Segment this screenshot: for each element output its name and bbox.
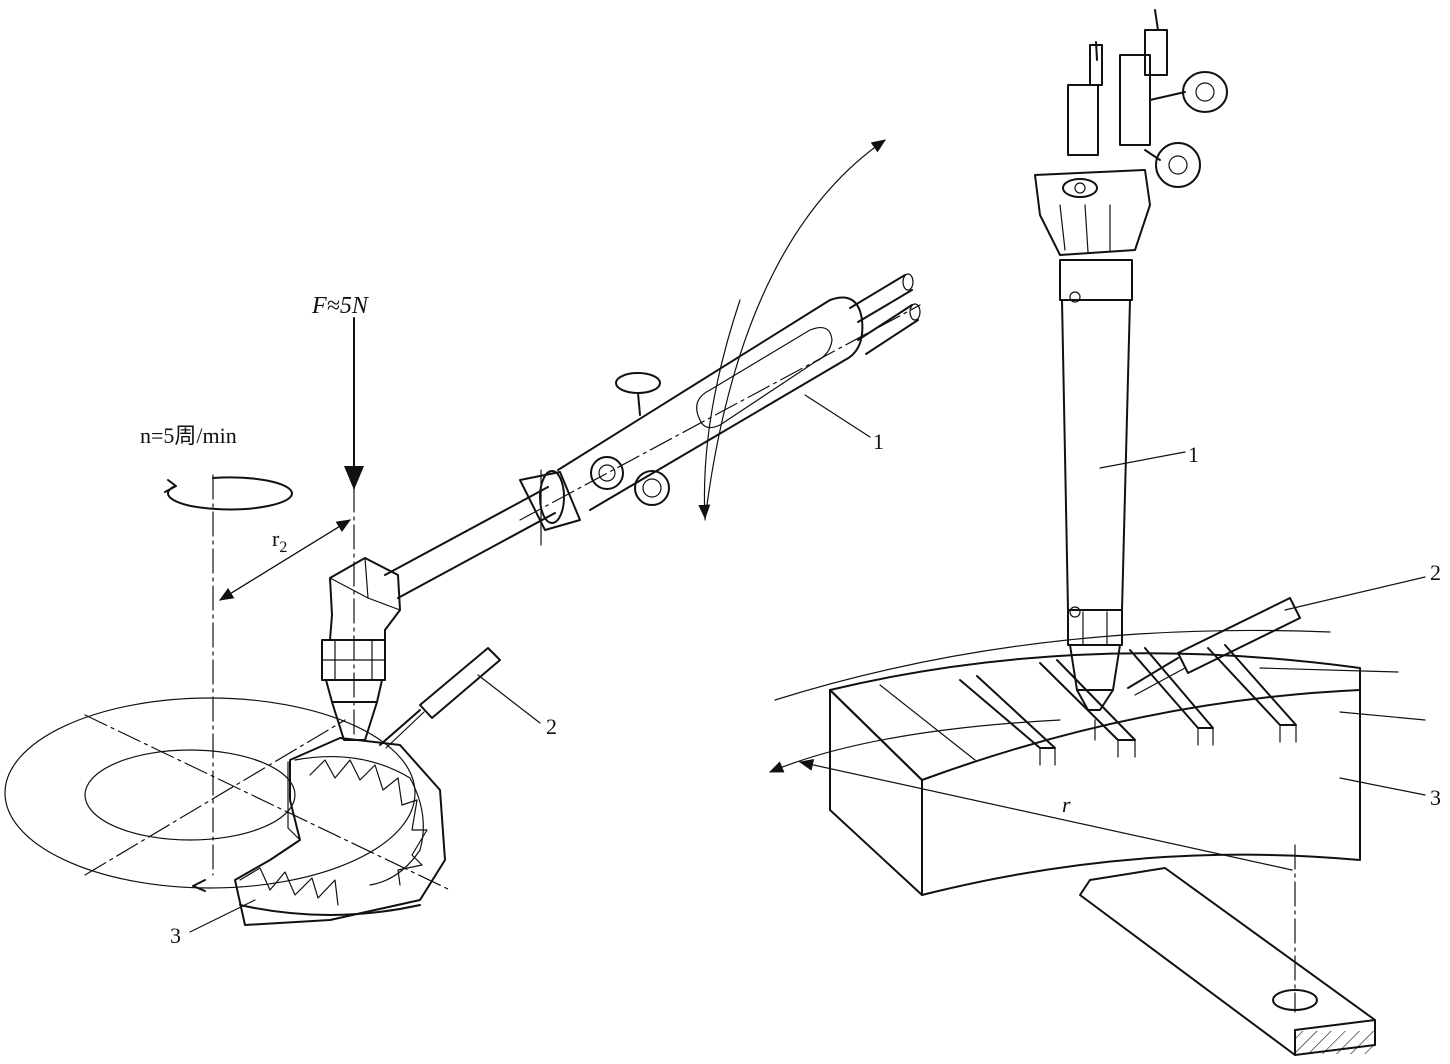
center-line-a [84,714,451,891]
support-rail [1079,844,1376,1056]
bevel-gear-workpiece [234,737,446,926]
inner-rotation-ellipse [84,749,296,841]
callout-3-left: 3 [170,923,181,948]
callout-2-right: 2 [1430,560,1441,585]
r-dimension-line [798,758,1293,871]
left-figure: F≈5N n=5周/min r2 1 2 3 [4,139,921,948]
callout-1-left: 1 [873,429,884,454]
right-figure: 1 2 3 r [768,9,1441,1056]
outer-arc [774,629,1331,701]
leader-1-right [1099,451,1186,469]
center-line-b [84,719,346,876]
callout-3-right: 3 [1430,785,1441,810]
torch-handle-1 [384,273,921,599]
rotation-arrow-icon [164,476,293,511]
torch-head [321,557,401,741]
block-workpiece [829,644,1361,896]
filler-rod-left [379,647,501,749]
leader-3-left [189,899,256,933]
leader-3-right [1339,777,1426,796]
radius-r2-label: r2 [272,526,287,556]
feed-arc-arrow-icon [192,879,206,892]
outer-rotation-ellipse [4,697,416,889]
leader-2-left [477,674,541,724]
feed-arc-arrow-right-icon [768,719,1061,773]
leader-2-right [1284,576,1426,611]
callout-2-left: 2 [546,714,557,739]
callout-1-right: 1 [1188,442,1199,467]
leader-1-left [804,394,871,438]
speed-label: n=5周/min [140,423,237,448]
swing-arc-arrow-icon [698,139,886,521]
filler-rod-right [1127,597,1301,696]
torch-vertical [1034,9,1228,711]
radius-r-label: r [1062,792,1071,817]
force-label: F≈5N [311,293,370,319]
